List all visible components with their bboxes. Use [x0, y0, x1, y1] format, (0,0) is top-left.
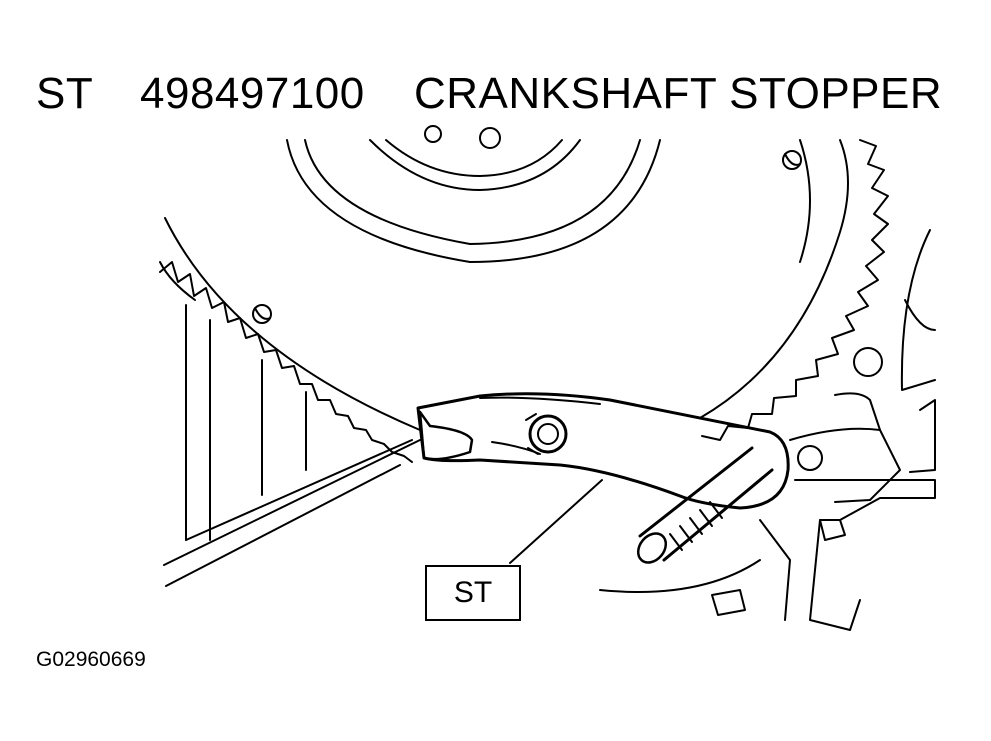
title-part-number: 498497100 — [140, 69, 365, 118]
title-code: ST — [36, 69, 94, 118]
flywheel-hub — [286, 125, 661, 263]
callout-label: ST — [453, 576, 493, 609]
title-tool-name: CRANKSHAFT STOPPER — [414, 69, 943, 118]
callout-leader-line — [509, 479, 603, 564]
ring-gear-teeth-left — [159, 261, 413, 463]
frame-left — [185, 304, 307, 541]
ring-gear-teeth-right — [701, 139, 889, 441]
tool-title: ST 498497100 CRANKSHAFT STOPPER — [36, 66, 966, 122]
flywheel-body — [159, 139, 849, 431]
callout-box: ST — [425, 565, 521, 621]
stopper-bolt — [636, 446, 774, 564]
engine-block — [599, 229, 936, 631]
support-bars — [163, 439, 421, 587]
figure-id: G02960669 — [36, 648, 146, 671]
crankshaft-stopper-tool — [416, 392, 790, 510]
